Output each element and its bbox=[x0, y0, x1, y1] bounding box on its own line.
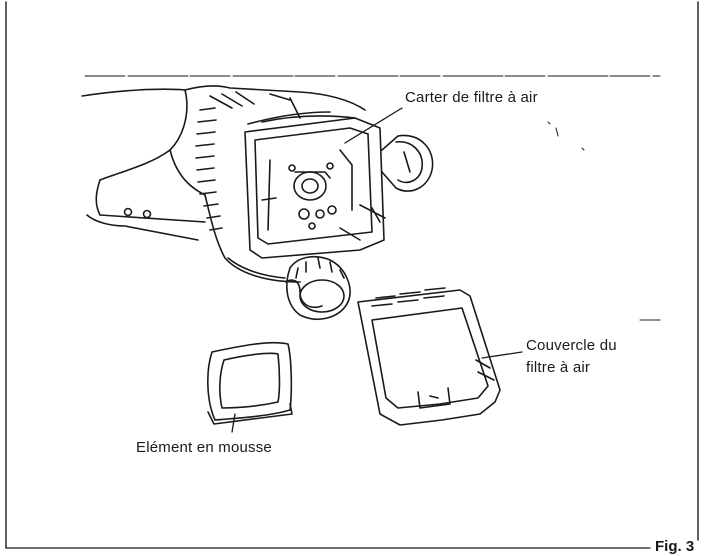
cover-knob bbox=[285, 255, 351, 320]
cover-leader-line bbox=[481, 351, 523, 359]
scan-specks bbox=[547, 121, 661, 321]
foam-element bbox=[207, 341, 293, 433]
air-filter-cover bbox=[357, 287, 523, 426]
figure-reference: Fig. 3 bbox=[655, 538, 695, 555]
engine-body bbox=[81, 85, 366, 283]
air-filter-cover-label-line2: filtre à air bbox=[526, 359, 591, 376]
housing-leader-line bbox=[344, 107, 403, 144]
air-filter-housing-label: Carter de filtre à air bbox=[405, 89, 538, 106]
foam-element-label: Elément en mousse bbox=[136, 439, 272, 456]
foam-leader-line bbox=[231, 413, 236, 433]
air-filter-cover-label-line1: Couvercle du bbox=[526, 337, 617, 354]
primer-handle bbox=[381, 134, 434, 192]
air-filter-housing bbox=[244, 107, 403, 259]
